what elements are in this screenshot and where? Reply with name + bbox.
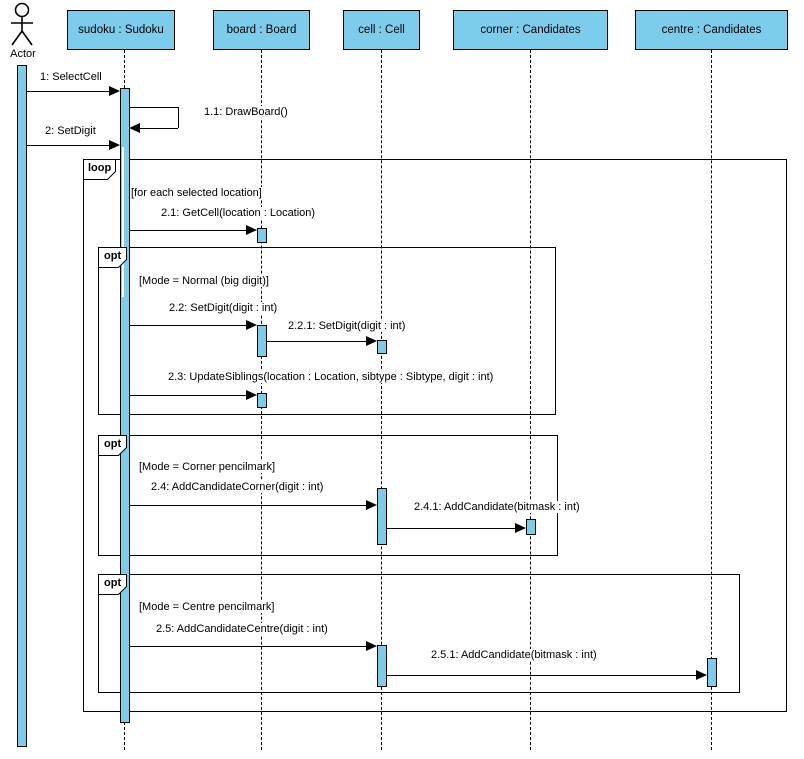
- message-line: [130, 325, 247, 326]
- lifeline-head-board: board : Board: [213, 10, 310, 50]
- actor-label: Actor: [10, 48, 36, 60]
- fragment-operator-tab-opt-corner: opt: [98, 435, 128, 462]
- activation-cell-addcandidatecorner: [377, 488, 387, 545]
- arrowhead: [366, 336, 377, 346]
- fragment-guard-centre: [Mode = Centre pencilmark]: [138, 601, 276, 613]
- message-line: [130, 230, 247, 231]
- activation-sudoku-nested-edge: [122, 147, 124, 297]
- lifeline-line-corner: [530, 50, 531, 750]
- activation-cell-setdigit: [377, 340, 387, 354]
- pentagon-tab-icon: [83, 159, 116, 180]
- fragment-guard-corner: [Mode = Corner pencilmark]: [138, 461, 277, 473]
- message-label: 2.4: AddCandidateCorner(digit : int): [150, 481, 325, 493]
- lifeline-label: corner : Candidates: [480, 24, 581, 36]
- lifeline-head-cell: cell : Cell: [343, 10, 420, 50]
- arrowhead: [246, 320, 257, 330]
- arrowhead: [246, 225, 257, 235]
- fragment-opt-centre: [98, 574, 740, 693]
- lifeline-label: board : Board: [226, 24, 297, 36]
- activation-actor: [17, 65, 27, 747]
- fragment-operator-tab-opt-centre: opt: [98, 574, 128, 601]
- fragment-operator-label: opt: [104, 577, 122, 589]
- fragment-guard-normal: [Mode = Normal (big digit)]: [138, 275, 270, 287]
- message-line: [130, 646, 367, 647]
- message-label: 2.3: UpdateSiblings(location : Location,…: [167, 371, 495, 383]
- activation-corner-addcandidate: [526, 519, 536, 535]
- arrowhead: [129, 123, 140, 133]
- message-label: 1: SelectCell: [39, 71, 103, 83]
- message-line: [178, 107, 179, 128]
- fragment-operator-label: opt: [104, 438, 122, 450]
- arrowhead: [696, 670, 707, 680]
- arrowhead: [366, 500, 377, 510]
- lifeline-label: cell : Cell: [358, 24, 405, 36]
- message-line: [27, 91, 110, 92]
- fragment-operator-label: opt: [104, 250, 122, 262]
- fragment-operator-label: loop: [88, 162, 112, 174]
- pentagon-tab-icon: [98, 435, 127, 456]
- message-label: 2.2: SetDigit(digit : int): [168, 302, 279, 314]
- message-line: [129, 107, 178, 108]
- arrowhead: [109, 86, 120, 96]
- arrowhead: [515, 523, 526, 533]
- message-line: [387, 675, 696, 676]
- message-line: [267, 341, 367, 342]
- message-line: [140, 128, 178, 129]
- lifeline-line-cell: [381, 50, 382, 750]
- message-label: 1.1: DrawBoard(): [203, 106, 289, 118]
- lifeline-label: centre : Candidates: [661, 24, 762, 36]
- fragment-loop: [83, 159, 787, 712]
- fragment-guard-loop: [for each selected location]: [130, 187, 263, 199]
- message-label: 2: SetDigit: [44, 125, 97, 137]
- lifeline-label: sudoku : Sudoku: [78, 24, 164, 36]
- activation-sudoku: [120, 88, 130, 723]
- message-label: 2.4.1: AddCandidate(bitmask : int): [413, 501, 581, 513]
- lifeline-head-sudoku: sudoku : Sudoku: [67, 10, 175, 50]
- activation-board-updatesiblings: [257, 393, 267, 408]
- actor-icon: [11, 2, 33, 46]
- message-line: [130, 395, 247, 396]
- message-label: 2.2.1: SetDigit(digit : int): [287, 320, 407, 332]
- pentagon-tab-icon: [98, 247, 127, 268]
- fragment-operator-tab-loop: loop: [83, 159, 117, 186]
- fragment-opt-normal: [98, 247, 556, 415]
- fragment-operator-tab-opt-normal: opt: [98, 247, 128, 274]
- activation-board-getcell: [257, 228, 267, 243]
- message-label: 2.1: GetCell(location : Location): [160, 207, 317, 219]
- arrowhead: [366, 641, 377, 651]
- activation-cell-addcandidatecentre: [377, 645, 387, 687]
- fragment-opt-corner: [98, 435, 558, 556]
- lifeline-head-centre: centre : Candidates: [635, 10, 788, 50]
- arrowhead: [109, 140, 120, 150]
- lifeline-line-centre: [711, 50, 712, 750]
- message-label: 2.5: AddCandidateCentre(digit : int): [155, 623, 329, 635]
- pentagon-tab-icon: [98, 574, 127, 595]
- activation-board-setdigit: [257, 325, 267, 357]
- arrowhead: [246, 390, 257, 400]
- lifeline-head-corner: corner : Candidates: [453, 10, 608, 50]
- message-label: 2.5.1: AddCandidate(bitmask : int): [430, 649, 598, 661]
- activation-centre-addcandidate: [707, 658, 717, 687]
- message-line: [387, 528, 515, 529]
- message-line: [130, 505, 367, 506]
- message-line: [27, 145, 110, 146]
